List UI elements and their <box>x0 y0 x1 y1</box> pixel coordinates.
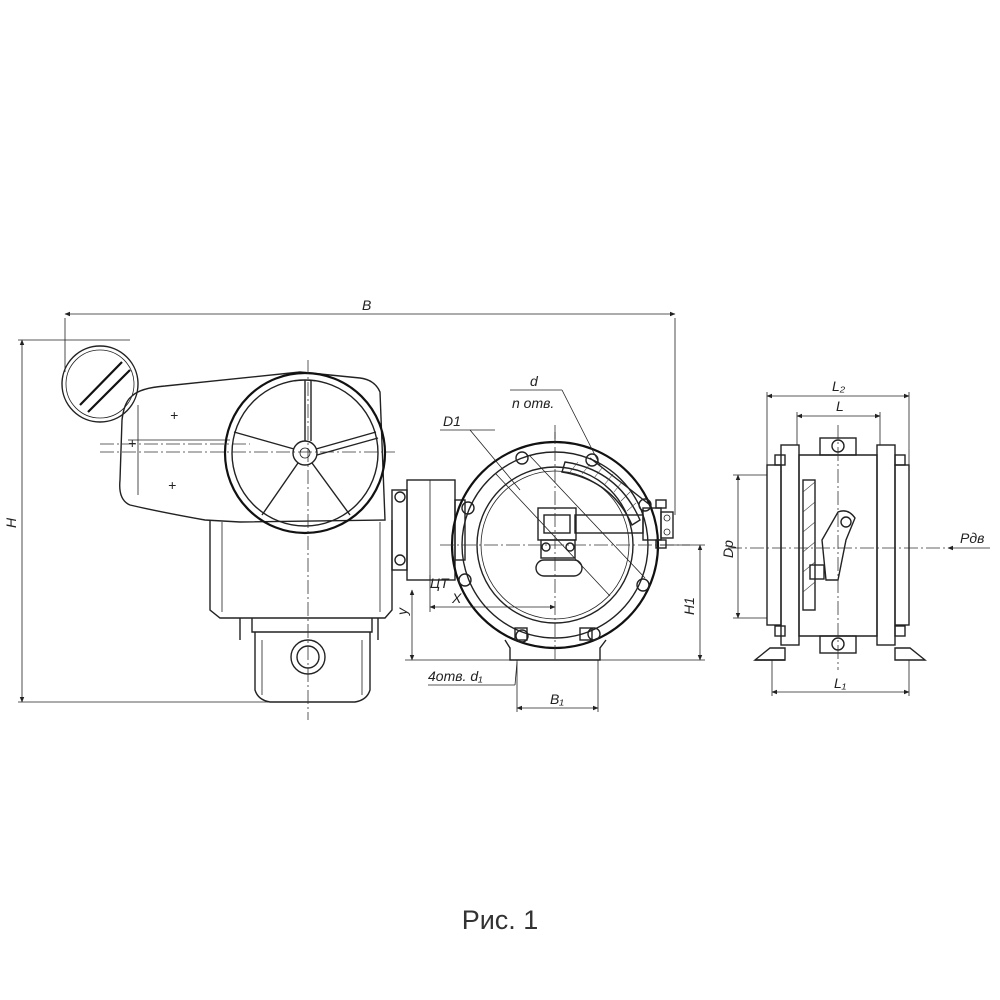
flange-bolts <box>458 451 652 643</box>
svg-text:+: + <box>168 477 176 493</box>
label-x: X <box>451 590 462 606</box>
label-n-holes: n отв. <box>512 395 554 411</box>
label-ct: ЦТ <box>430 575 450 591</box>
label-d: d <box>530 373 539 389</box>
label-holes-d1: 4отв. d₁ <box>428 668 483 684</box>
lower-housing <box>254 632 371 703</box>
label-d1: D1 <box>443 413 461 429</box>
label-h: H <box>3 517 19 528</box>
dimensions <box>18 311 990 712</box>
valve-foot <box>504 639 607 661</box>
svg-text:+: + <box>170 407 178 423</box>
handwheel <box>223 371 387 535</box>
label-l2: L₂ <box>832 378 846 394</box>
lever-arm <box>821 510 856 581</box>
label-pdv: Pдв <box>960 530 984 546</box>
gearbox-housing <box>119 371 386 523</box>
label-dp: Dp <box>720 540 736 558</box>
actuator-view: + + + <box>61 345 466 720</box>
actuator-body <box>209 520 393 619</box>
label-b1: B₁ <box>550 691 564 707</box>
label-l1: L₁ <box>834 675 847 691</box>
position-indicator <box>61 345 139 423</box>
label-y: y <box>394 607 410 616</box>
label-b: B <box>362 297 371 313</box>
svg-text:+: + <box>128 435 136 451</box>
figure-caption: Рис. 1 <box>461 905 539 935</box>
valve-front-view <box>440 425 690 661</box>
side-hatch <box>802 481 816 593</box>
label-l: L <box>836 398 844 414</box>
label-h1: H1 <box>681 597 697 615</box>
valve-side-view <box>728 425 945 670</box>
